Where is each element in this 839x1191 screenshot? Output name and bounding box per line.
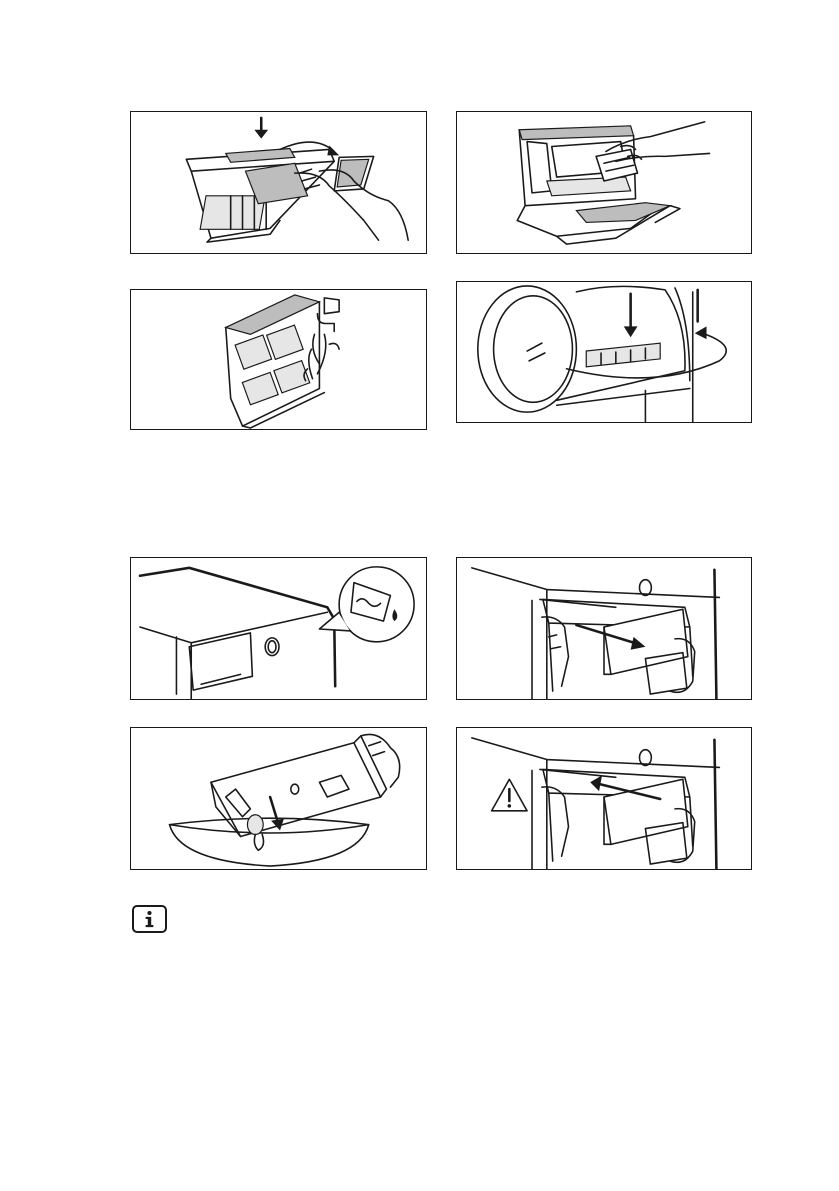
container-pull-out-illustration [457,558,751,699]
hand-icon [319,170,408,240]
container-push-in-illustration [457,728,751,869]
figure-water-container-indicator [130,557,427,700]
figure-container-push-in [456,727,752,870]
figure-container-empty-bowl [130,727,427,870]
container-empty-bowl-illustration [131,728,426,869]
filter-pull-insert-illustration [457,112,751,253]
water-container-indicator-illustration [131,558,426,699]
info-icon [132,905,167,933]
figure-filter-reinsert-door [456,281,752,423]
hand-icon [542,617,569,686]
figure-filter-rinse-tap [130,289,427,430]
filter-reinsert-door-illustration [457,282,751,422]
figure-filter-push-open [130,111,427,254]
filter-rinse-tap-illustration [131,290,426,429]
figure-container-pull-out [456,557,752,700]
water-tap-icon [324,298,339,314]
figure-filter-pull-insert [456,111,752,254]
filter-push-open-illustration [131,112,426,253]
